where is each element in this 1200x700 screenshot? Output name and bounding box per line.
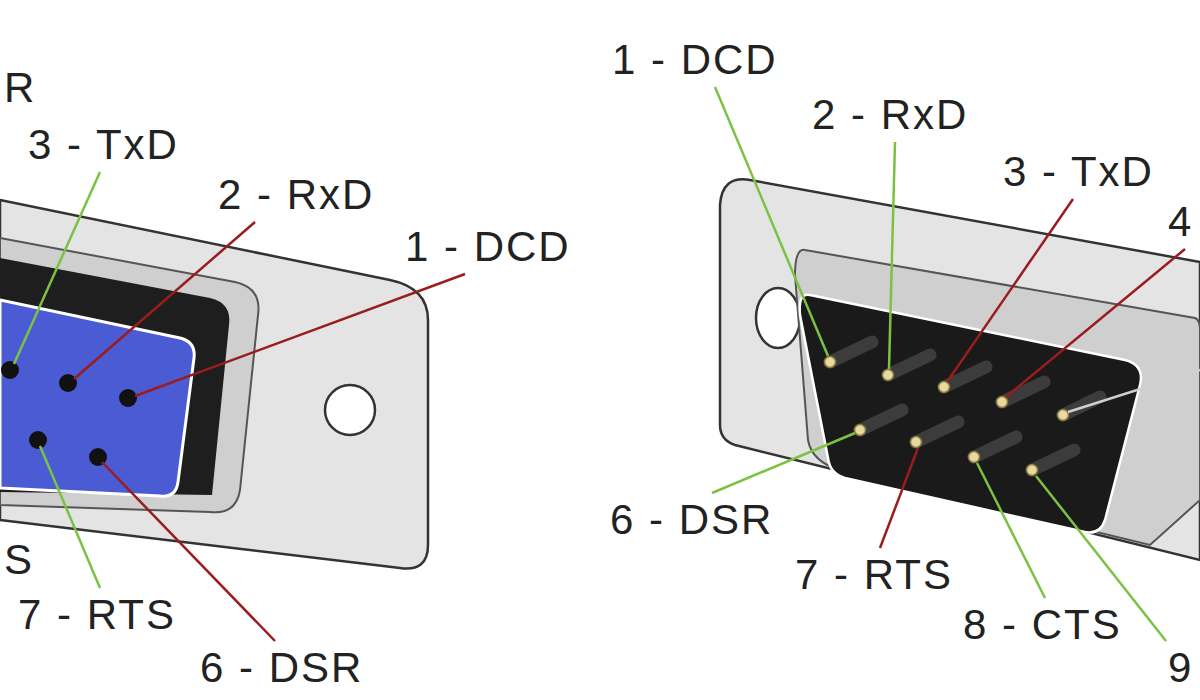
leader-line	[880, 448, 918, 548]
leader-line	[715, 87, 828, 356]
pin-body	[860, 410, 902, 430]
insulator-face	[800, 295, 1141, 533]
socket-hole	[119, 389, 137, 407]
leader-lines-right	[712, 87, 1200, 641]
pin-tip	[883, 370, 894, 381]
pin-label: 2 - RxD	[812, 93, 968, 137]
leader-line	[977, 463, 1045, 598]
pin-body	[916, 422, 958, 442]
pin-tip	[1058, 410, 1069, 421]
pin-label: 3 - TxD	[1003, 150, 1154, 194]
socket-hole	[1, 361, 19, 379]
pin-tip	[825, 357, 836, 368]
female-connector	[0, 200, 428, 569]
mounting-plate	[0, 200, 428, 569]
leader-line	[1006, 249, 1185, 397]
male-connector	[720, 179, 1200, 560]
pin-body	[974, 437, 1016, 457]
pin-body	[888, 355, 930, 375]
leader-line	[889, 142, 895, 369]
pin-label: 6 - DSR	[610, 498, 773, 542]
pin-tip	[911, 437, 922, 448]
leader-line	[74, 222, 255, 379]
pin-label: 1 - DCD	[612, 38, 778, 82]
pin-body	[830, 342, 872, 362]
pin-label: 1 - DCD	[405, 225, 571, 269]
pin-bodies	[830, 342, 1100, 470]
pin-tip	[997, 397, 1008, 408]
pin-label: 9	[1168, 646, 1193, 690]
leader-line	[40, 446, 100, 588]
connector-shroud	[795, 250, 1200, 545]
leader-line	[947, 199, 1073, 382]
pin-label: 6 - DSR	[200, 646, 363, 690]
pin-label: 8 - CTS	[963, 603, 1122, 647]
pin-tip	[939, 382, 950, 393]
pin-label: S	[4, 538, 34, 582]
leader-line	[135, 274, 465, 396]
mounting-plate	[720, 179, 1200, 560]
pin-tip	[1027, 465, 1038, 476]
pin-tip	[969, 452, 980, 463]
socket-hole	[29, 431, 47, 449]
pin-label: 7 - RTS	[795, 553, 953, 597]
mounting-hole	[325, 385, 375, 435]
leader-line	[1068, 370, 1200, 412]
pin-label: 4	[1168, 200, 1193, 244]
pin-body	[1002, 382, 1044, 402]
connector-shroud	[0, 238, 259, 512]
pin-label: 3 - TxD	[28, 123, 179, 167]
leader-line	[14, 172, 100, 364]
pin-tip	[855, 425, 866, 436]
leader-line	[712, 433, 855, 493]
mounting-hole	[756, 288, 800, 348]
pin-label: R	[4, 66, 36, 110]
pin-label: 2 - RxD	[218, 173, 374, 217]
pin-body	[1032, 450, 1074, 470]
socket-hole	[59, 374, 77, 392]
pin-label: 7 - RTS	[18, 593, 176, 637]
leader-lines-left	[14, 172, 465, 641]
